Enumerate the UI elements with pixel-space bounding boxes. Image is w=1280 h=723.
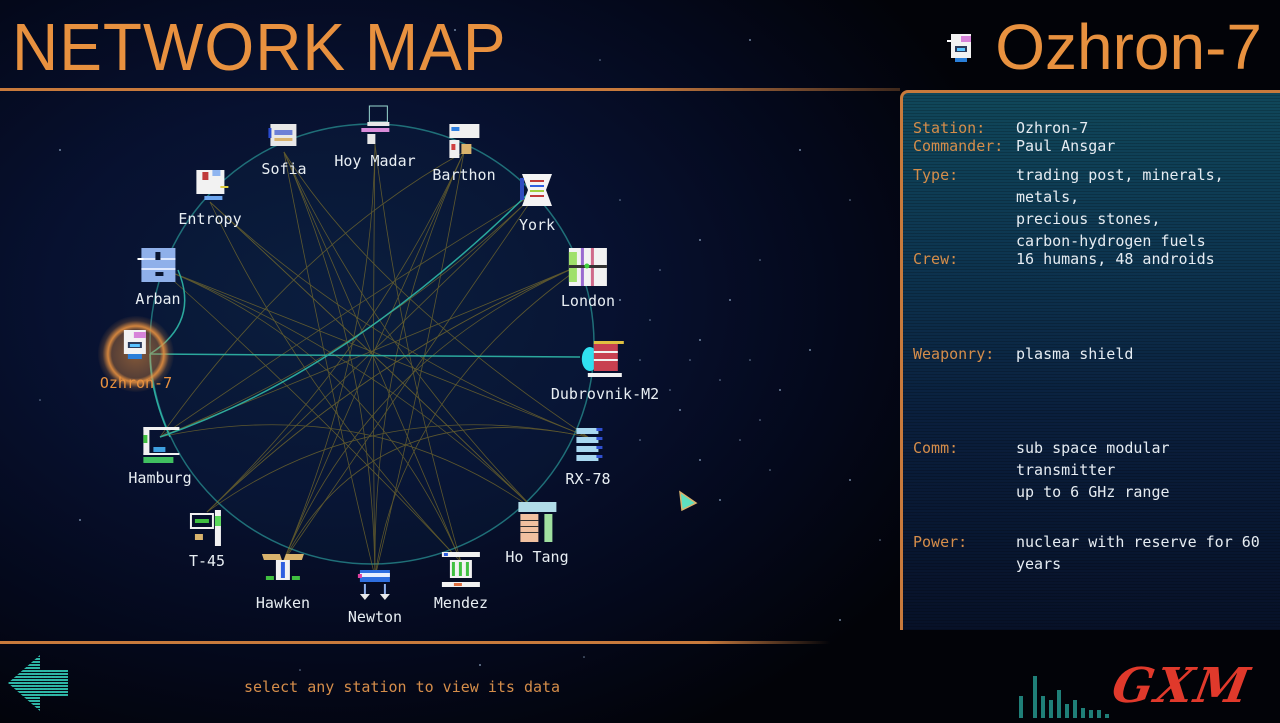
station-mendez[interactable]: Mendez (434, 550, 488, 612)
back-arrow-icon[interactable] (8, 655, 68, 711)
station-dubrovnik-m2[interactable]: Dubrovnik-M2 (551, 337, 659, 403)
station-london[interactable]: London (561, 246, 615, 310)
station-ozhron-7[interactable]: Ozhron-7 (98, 316, 174, 392)
gxm-logo: GXM (1015, 658, 1275, 720)
info-value: nuclear with reserve for 60 years (1016, 533, 1260, 573)
station-rx-78-icon (576, 428, 602, 461)
station-sprite-icon (947, 34, 972, 62)
station-mendez-icon (442, 552, 480, 587)
station-rx-78[interactable]: RX-78 (565, 424, 611, 488)
station-ho-tang[interactable]: Ho Tang (505, 500, 569, 566)
station-hamburg-icon (143, 427, 179, 463)
station-label: Hamburg (128, 469, 192, 487)
station-york-icon (520, 174, 552, 206)
info-value: 16 humans, 48 androids (1016, 250, 1215, 268)
station-hamburg[interactable]: Hamburg (128, 425, 192, 487)
equalizer-icon (1019, 676, 1109, 718)
station-label: Ho Tang (505, 548, 569, 566)
info-value: sub space modular transmitter up to 6 GH… (1016, 439, 1170, 501)
station-newton-icon (358, 570, 390, 600)
station-barthon-icon (449, 124, 479, 158)
station-hawken[interactable]: Hawken (256, 550, 310, 612)
header-divider (0, 88, 900, 91)
footer-divider (0, 641, 830, 644)
station-london-icon (569, 248, 607, 286)
station-sofia-icon (268, 124, 296, 146)
station-entropy[interactable]: Entropy (178, 166, 242, 228)
info-value: trading post, minerals, metals, precious… (1016, 166, 1224, 250)
info-value: Ozhron-7 (1016, 119, 1089, 137)
station-label: London (560, 292, 616, 310)
station-label: RX-78 (565, 470, 611, 488)
info-label: Type: (913, 166, 959, 184)
info-label: Comm: (913, 439, 959, 457)
station-arban[interactable]: Arban (135, 244, 181, 308)
station-newton[interactable]: Newton (348, 568, 402, 626)
station-york[interactable]: York (518, 170, 556, 234)
footer-hint: select any station to view its data (244, 678, 561, 696)
station-t-45[interactable]: T-45 (189, 508, 225, 570)
logo-text: GXM (1108, 658, 1256, 714)
station-ho-tang-icon (518, 502, 556, 542)
page-title: NETWORK MAP (12, 9, 507, 85)
station-label: Entropy (178, 210, 242, 228)
info-label: Commander: (913, 137, 1004, 155)
station-label: Ozhron-7 (99, 374, 173, 392)
info-label: Weaponry: (913, 345, 995, 363)
mouse-cursor-icon (679, 490, 698, 512)
station-label: Barthon (432, 166, 496, 184)
station-hoy-madar[interactable]: Hoy Madar (334, 104, 416, 170)
station-hoy-madar-icon (361, 105, 389, 144)
station-t-45-icon (190, 510, 221, 546)
station-entropy-icon (196, 170, 228, 200)
selected-station-header: Ozhron-7 (947, 12, 1262, 82)
station-arban-icon (137, 248, 175, 282)
selected-station-title: Ozhron-7 (995, 11, 1262, 83)
station-label: Newton (347, 608, 403, 626)
station-label: T-45 (188, 552, 226, 570)
station-dubrovnik-m2-icon (582, 341, 624, 377)
station-barthon[interactable]: Barthon (432, 122, 496, 184)
station-info-panel: Station: Ozhron-7 Commander: Paul Ansgar… (900, 90, 1280, 630)
info-value: plasma shield (1016, 345, 1134, 363)
station-label: York (518, 216, 556, 234)
station-label: Dubrovnik-M2 (550, 385, 660, 403)
info-value: Paul Ansgar (1016, 137, 1116, 155)
station-label: Arban (135, 290, 181, 308)
info-label: Station: (913, 119, 986, 137)
station-label: Mendez (433, 594, 489, 612)
info-label: Crew: (913, 250, 959, 268)
info-label: Power: (913, 533, 968, 551)
network-connections (149, 123, 595, 578)
station-ozhron-7-icon (124, 330, 146, 359)
network-map: Sofia Hoy Madar Barthon Entropy York Arb… (0, 92, 900, 642)
station-hawken-icon (262, 554, 304, 580)
station-label: Hoy Madar (334, 152, 416, 170)
station-label: Sofia (261, 160, 307, 178)
station-sofia[interactable]: Sofia (261, 120, 307, 178)
station-label: Hawken (255, 594, 311, 612)
